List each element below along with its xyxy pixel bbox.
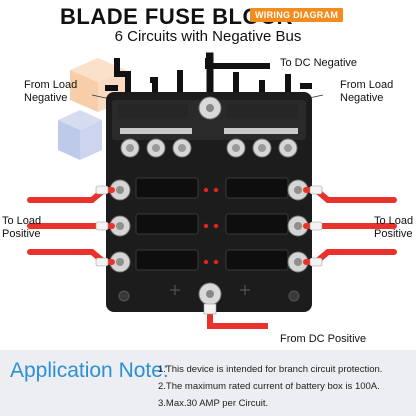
indicator-leds: [203, 187, 219, 265]
application-note-heading: Application Note:: [10, 359, 169, 382]
application-note-panel: [0, 350, 416, 416]
dc-positive-stud: [198, 282, 222, 306]
label-line: Negative: [340, 92, 384, 104]
label-line: Positive: [374, 228, 413, 240]
negative-bus-studs: [120, 138, 298, 158]
label-to-load-positive-right: To Load Positive: [374, 215, 413, 241]
fuse-block-body: [106, 92, 312, 312]
label-from-load-negative-left: From Load Negative: [24, 79, 77, 105]
label-line: Negative: [24, 92, 68, 104]
note-item: 1.This device is intended for branch cir…: [158, 364, 383, 375]
fuse-block-diagram: [27, 52, 397, 329]
label-line: From Load: [24, 79, 78, 91]
load-positive-studs: [109, 179, 309, 273]
wiring-diagram-badge: WIRING DIAGRAM: [250, 8, 344, 22]
plus-marks: [170, 285, 250, 295]
fuse-slots: [135, 177, 289, 271]
note-item: 2.The maximum rated current of battery b…: [158, 381, 380, 392]
label-line: From Load: [340, 79, 394, 91]
mounting-holes: [118, 290, 300, 302]
dc-negative-stud: [198, 96, 222, 120]
label-line: To Load: [2, 215, 42, 227]
diagram-subtitle: 6 Circuits with Negative Bus: [114, 28, 302, 45]
note-item: 3.Max.30 AMP per Circuit.: [158, 398, 269, 409]
label-from-load-negative-right: From Load Negative: [340, 79, 393, 105]
label-from-dc-positive: From DC Positive: [280, 333, 367, 345]
label-to-dc-negative: To DC Negative: [280, 57, 358, 69]
dc-negative-wire: [205, 58, 270, 69]
label-line: To Load: [374, 215, 414, 227]
label-to-load-positive-left: To Load Positive: [2, 215, 41, 241]
label-line: Positive: [2, 228, 41, 240]
